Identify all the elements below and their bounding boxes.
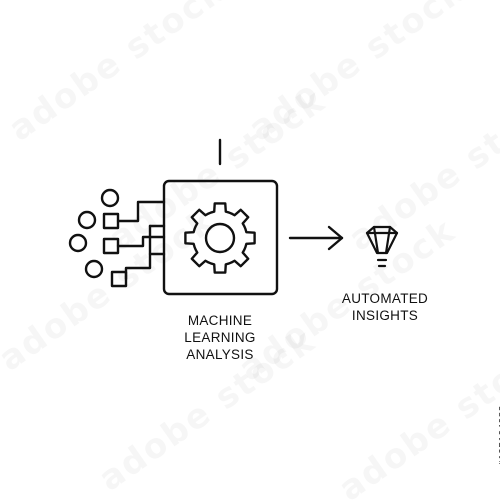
process-label: MACHINE LEARNING ANALYSIS	[150, 312, 290, 363]
output-label-line: INSIGHTS	[351, 308, 419, 323]
data-node-circle	[100, 188, 120, 208]
bulb-body	[365, 225, 399, 255]
data-node-square	[102, 212, 120, 230]
arrow-right-icon	[288, 225, 344, 251]
output-label: AUTOMATED INSIGHTS	[320, 290, 450, 324]
data-node-circle	[84, 259, 104, 279]
output-label-line: AUTOMATED	[341, 291, 429, 306]
process-label-line: ANALYSIS	[186, 347, 254, 362]
data-node-circle	[68, 233, 88, 253]
input-wire	[116, 235, 166, 248]
process-label-line: MACHINE	[187, 313, 253, 328]
gear-icon	[184, 202, 256, 274]
gear-hub	[204, 222, 236, 254]
process-label-line: LEARNING	[184, 330, 256, 345]
lightbulb-icon	[365, 225, 399, 268]
gear-outline	[184, 202, 256, 274]
processing-box	[162, 179, 279, 296]
input-wire	[124, 252, 166, 281]
data-node-square	[110, 270, 128, 288]
data-node-square	[102, 237, 120, 255]
data-nodes-icon	[68, 188, 166, 288]
data-node-circle	[77, 210, 97, 230]
input-wire	[116, 200, 166, 223]
